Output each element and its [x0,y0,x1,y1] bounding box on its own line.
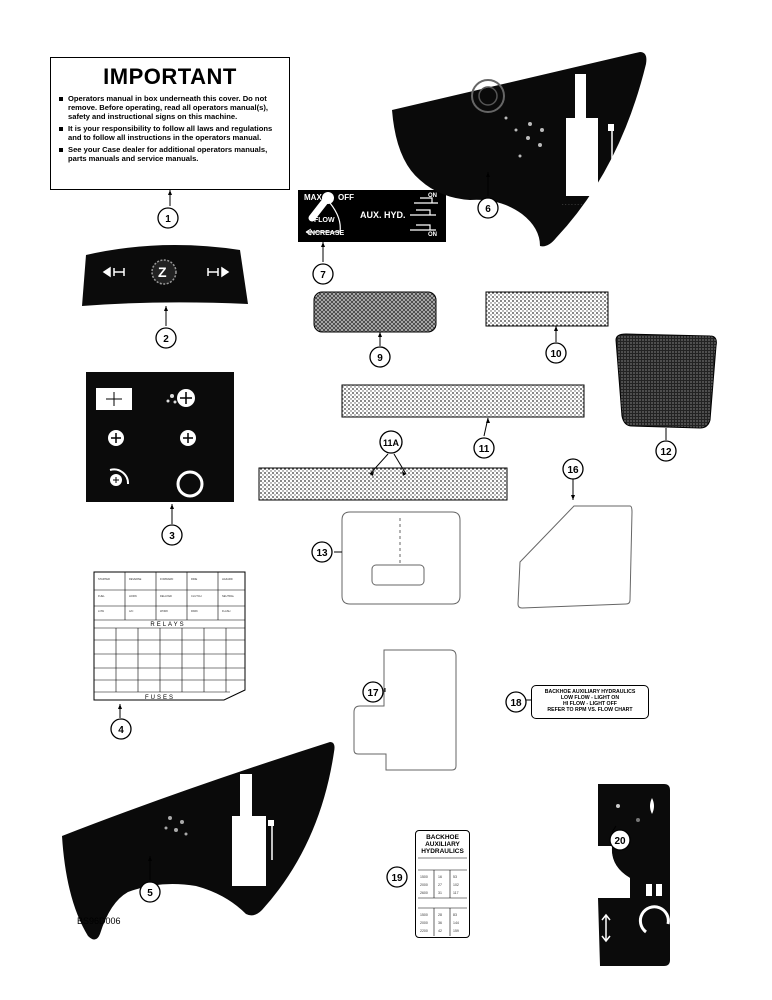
important-decal: IMPORTANT Operators manual in box undern… [50,57,290,190]
fuse-chart-4: STARTER REVERSE FORWARD RIDE HAZARD FUEL HORN… [93,571,246,701]
callout-6: 6 [485,204,491,215]
outline-decal-13 [341,511,461,605]
svg-text:1500: 1500 [420,875,428,879]
svg-text:2000: 2000 [420,921,428,925]
svg-text:DELAYED: DELAYED [160,594,172,598]
svg-text:A/C: A/C [129,609,133,613]
label-19-title-2: AUXILIARY [425,841,460,848]
svg-text:1500: 1500 [420,913,428,917]
leader-arrows [118,172,575,861]
svg-text:HAZARD: HAZARD [222,577,233,581]
svg-text:2000: 2000 [420,883,428,887]
label-19-title-3: HYDRAULICS [421,848,464,855]
callout-17: 17 [367,688,379,699]
pad-9 [313,291,437,333]
pad-12 [615,333,717,429]
outline-decal-17 [353,649,457,771]
label-19-title-1: BACKHOE [426,834,459,841]
svg-text:144: 144 [453,921,459,925]
callout-9: 9 [377,353,383,364]
svg-text:PARK: PARK [191,609,198,613]
aux-hyd-graphics [305,192,438,236]
svg-text:LOW: LOW [98,609,104,613]
callout-11a: 11A [383,438,400,448]
svg-text:NEUTRAL: NEUTRAL [222,594,235,598]
label-18-line-1: BACKHOE AUXILIARY HYDRAULICS [544,689,636,695]
svg-text:FORWARD: FORWARD [160,577,173,581]
svg-text:REVERSE: REVERSE [129,577,142,581]
svg-text:159: 159 [453,929,459,933]
pad-10 [485,291,609,327]
label-19: BACKHOE AUXILIARY HYDRAULICS [415,830,470,938]
pattern-decal-2: Z [82,245,248,306]
callout-circles [110,197,677,903]
aux-increase-label: INCREASE [308,230,345,237]
aux-on-top-label: ON [428,193,437,199]
pad-11 [341,384,585,418]
svg-text:2200: 2200 [420,929,428,933]
svg-text:16: 16 [438,875,442,879]
svg-text:83: 83 [453,913,457,917]
callout-19: 19 [391,873,403,884]
svg-text:FLASH: FLASH [222,609,230,613]
aux-on-bottom-label: ON [428,232,437,238]
switch-panel-decal-3 [86,372,234,502]
callout-1: 1 [165,214,171,225]
relays-label: RELAYS [150,622,185,628]
svg-text:· · · · · · ·: · · · · · · · [562,202,582,208]
svg-text:HORN: HORN [129,594,137,598]
callout-3: 3 [169,531,175,542]
callout-11: 11 [479,444,490,455]
important-bullets: Operators manual in box underneath this … [59,94,281,163]
callout-4: 4 [118,725,124,736]
svg-text:42: 42 [438,929,442,933]
callout-20: 20 [614,836,626,847]
svg-text:28: 28 [438,913,442,917]
console-decal-5 [62,742,335,940]
label-18: BACKHOE AUXILIARY HYDRAULICS LOW FLOW - … [531,685,649,719]
important-bullet-2: It is your responsibility to follow all … [59,124,281,142]
svg-text:2600: 2600 [420,891,428,895]
callout-13: 13 [316,548,328,559]
svg-text:36: 36 [438,921,442,925]
figure-id: BS96D006 [77,916,121,926]
pad-11a [258,467,508,501]
fuses-label: FUSES [145,695,175,701]
callout-7: 7 [320,270,326,281]
aux-max-label: MAX [304,193,322,202]
svg-text:CLUTCH: CLUTCH [191,594,202,598]
svg-text:Z: Z [158,264,167,280]
console-decal-6: · · · · · · · [392,52,647,247]
svg-text:117: 117 [453,891,459,895]
label-18-line-2: LOW FLOW - LIGHT ON [560,695,620,701]
label-18-line-3: HI FLOW - LIGHT OFF [563,701,617,707]
svg-text:53: 53 [453,875,457,879]
svg-text:WORK: WORK [160,609,168,613]
svg-text:31: 31 [438,891,442,895]
outline-decal-16 [517,505,633,609]
callout-18: 18 [510,698,522,709]
callout-5: 5 [147,888,153,899]
callout-2: 2 [163,334,169,345]
label-18-line-4: REFER TO RPM VS. FLOW CHART [547,707,633,713]
aux-title-label: AUX. HYD. [360,210,406,220]
aux-off-label: OFF [338,193,354,202]
aux-hyd-decal: MAX OFF FLOW INCREASE AUX. HYD. ON ON [298,190,446,242]
important-bullet-1: Operators manual in box underneath this … [59,94,281,121]
aux-flow-label: FLOW [314,217,335,224]
svg-text:STARTER: STARTER [98,577,110,581]
callout-12: 12 [660,447,672,458]
important-bullet-3: See your Case dealer for additional oper… [59,145,281,163]
panel-decal-20 [598,784,670,966]
callout-10: 10 [550,349,562,360]
important-title: IMPORTANT [103,64,237,89]
svg-text:FUEL: FUEL [98,594,105,598]
svg-text:102: 102 [453,883,459,887]
callout-16: 16 [567,465,579,476]
svg-text:27: 27 [438,883,442,887]
svg-text:RIDE: RIDE [191,577,197,581]
